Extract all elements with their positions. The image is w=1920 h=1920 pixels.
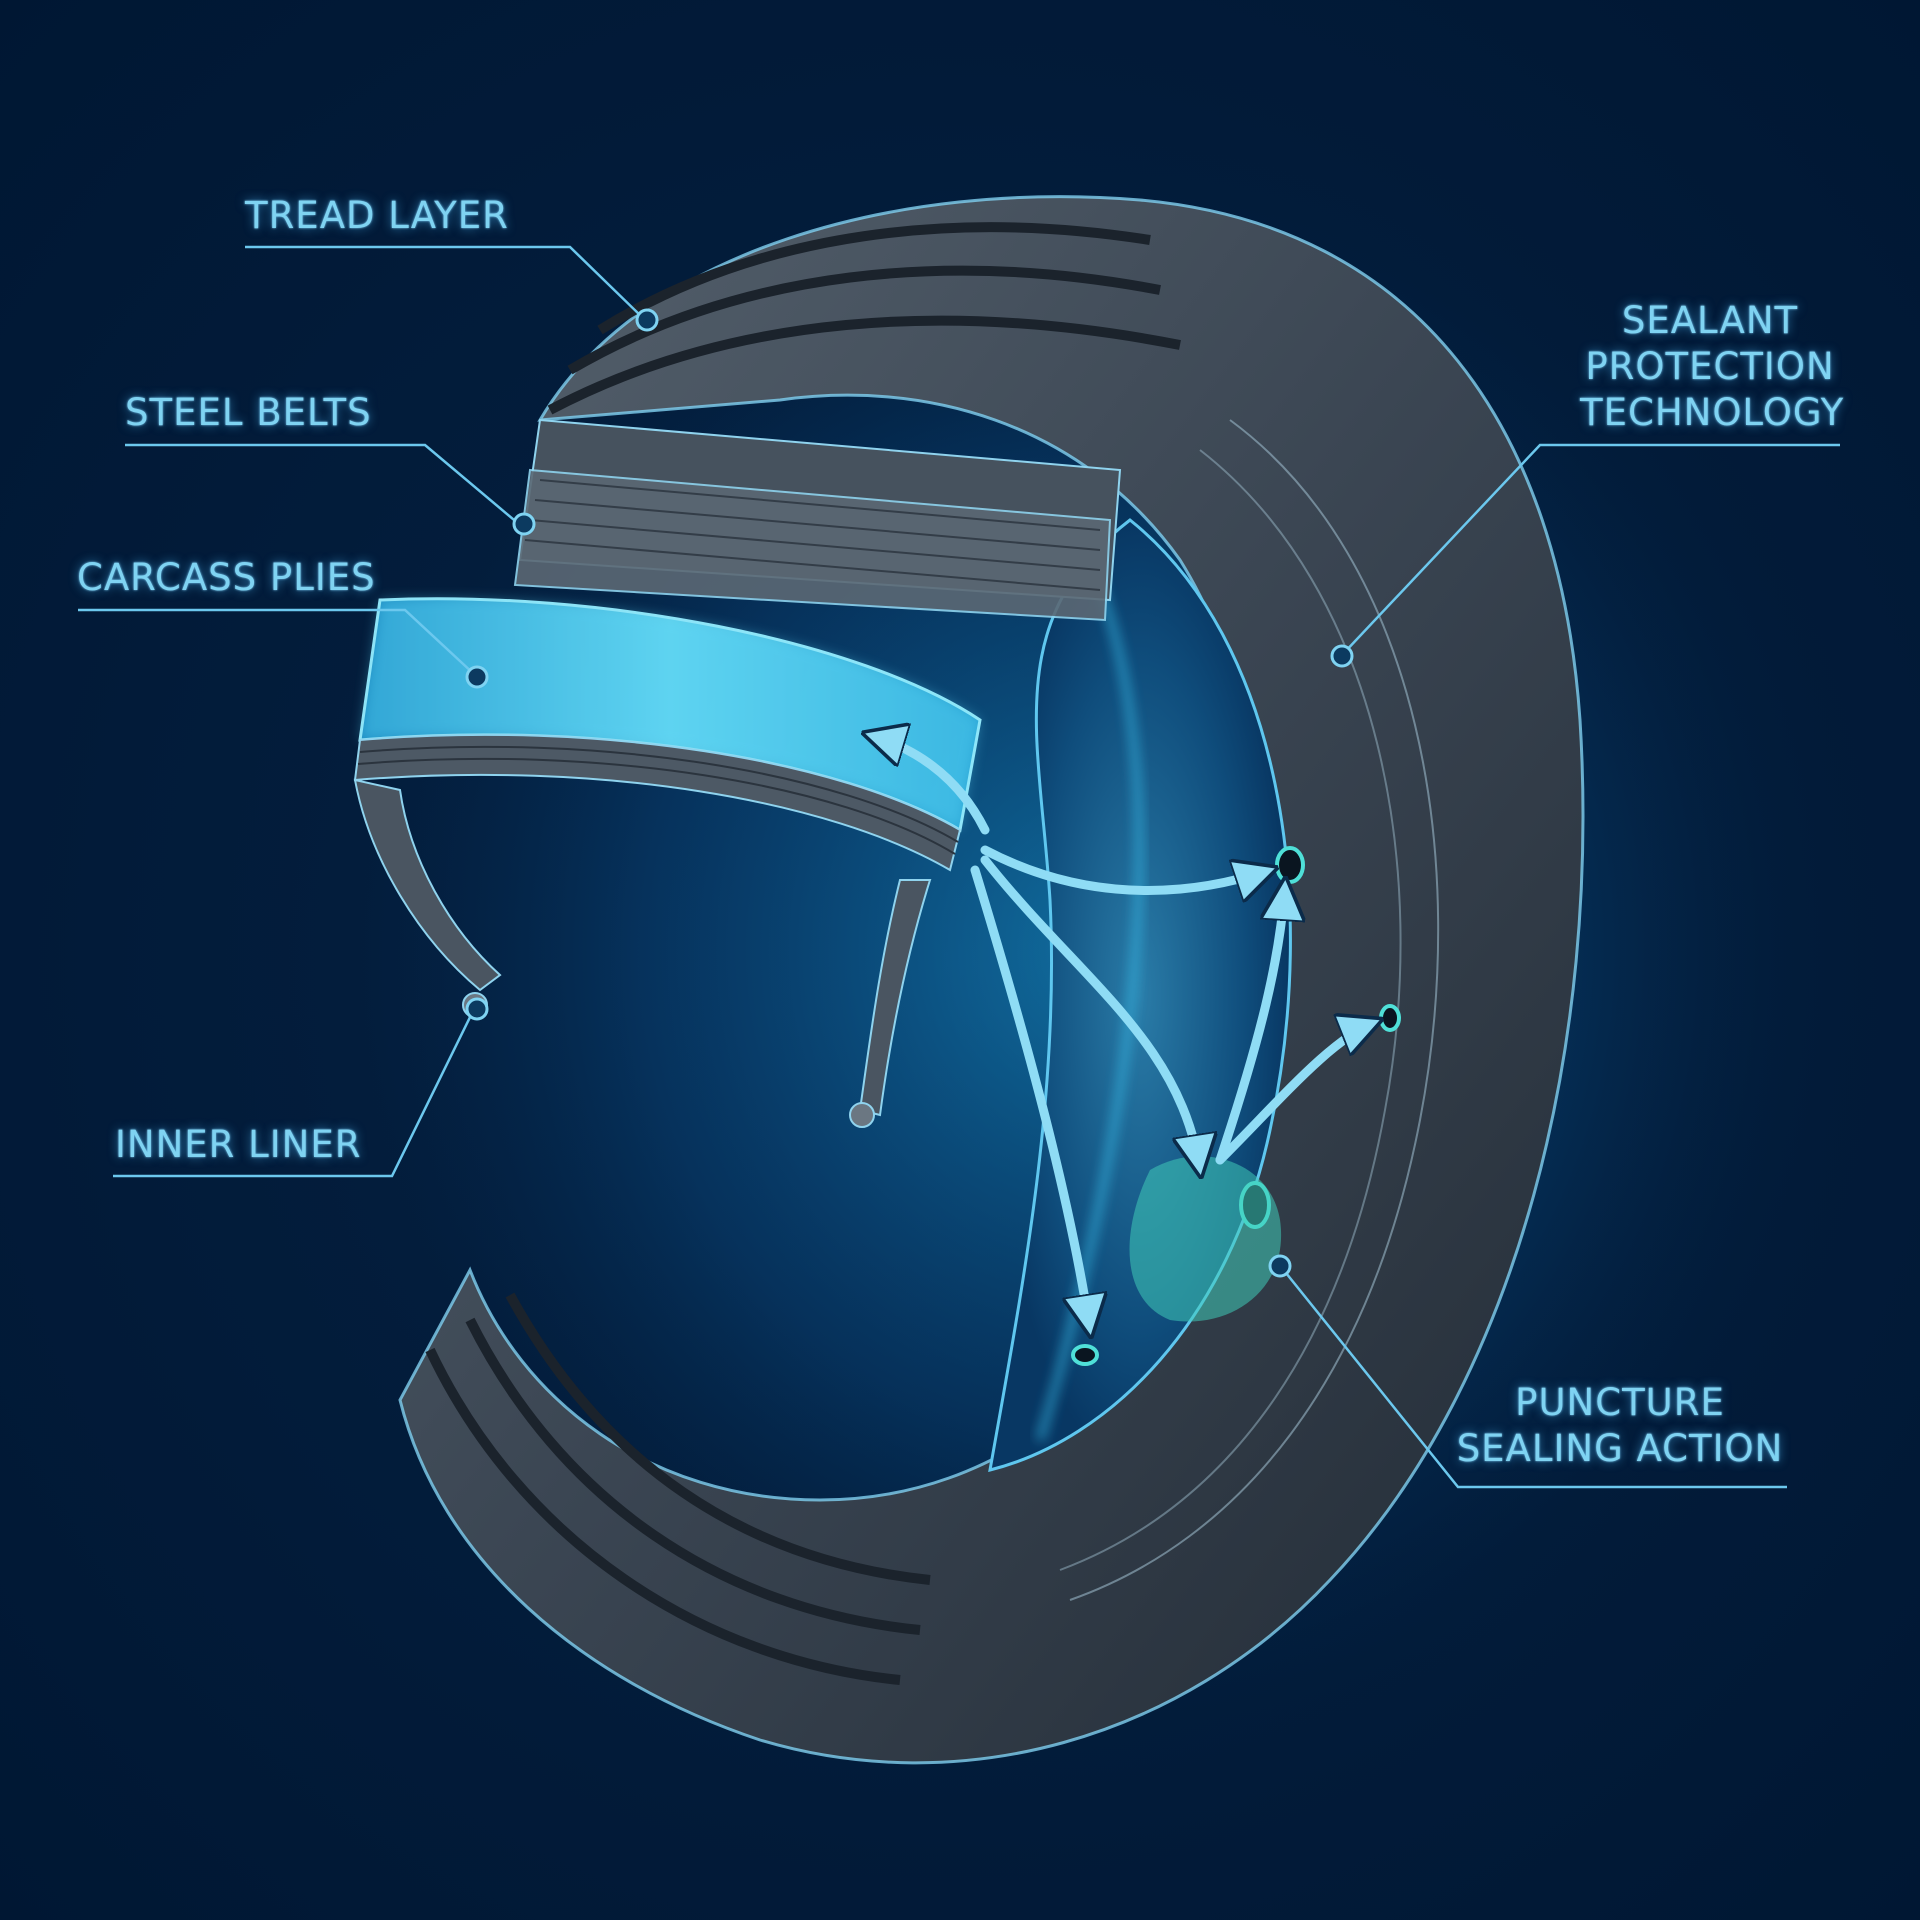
leader-carcass-plies [78, 608, 476, 676]
leader-tread-layer [245, 245, 644, 319]
tread-layer-marker [635, 308, 659, 332]
sealant-flow-arrows [870, 735, 1375, 1330]
label-sealant-protection-technology: SEALANT PROTECTION TECHNOLOGY [1580, 298, 1845, 436]
steel-belts-marker [512, 512, 536, 536]
label-puncture-sealing-action: PUNCTURE SEALING ACTION [1455, 1380, 1785, 1472]
leader-endpoints [465, 308, 1354, 1278]
carcass-plies-marker [465, 665, 489, 689]
inner-liner-marker [465, 997, 489, 1021]
cutaway-section [353, 418, 1122, 1128]
label-puncture-line2: SEALING ACTION [1456, 1427, 1784, 1470]
label-puncture-line1: PUNCTURE [1515, 1381, 1725, 1424]
label-sealant-line2: PROTECTION [1585, 345, 1835, 388]
leader-steel-belts [125, 443, 521, 526]
leader-inner-liner [113, 1006, 477, 1178]
leader-sealant [1341, 443, 1840, 656]
label-sealant-line1: SEALANT [1621, 299, 1799, 342]
puncture-marker [1268, 1254, 1292, 1278]
label-tread-layer: TREAD LAYER [245, 194, 509, 237]
label-steel-belts: STEEL BELTS [125, 391, 372, 434]
puncture-points [1071, 846, 1401, 1366]
label-sealant-line3: TECHNOLOGY [1580, 391, 1845, 434]
label-carcass-plies: CARCASS PLIES [77, 556, 376, 599]
leader-lines [78, 245, 1840, 1489]
tire-body [398, 195, 1585, 1765]
label-inner-liner: INNER LINER [115, 1123, 362, 1166]
sealant-marker [1330, 644, 1354, 668]
leader-puncture [1281, 1267, 1787, 1489]
